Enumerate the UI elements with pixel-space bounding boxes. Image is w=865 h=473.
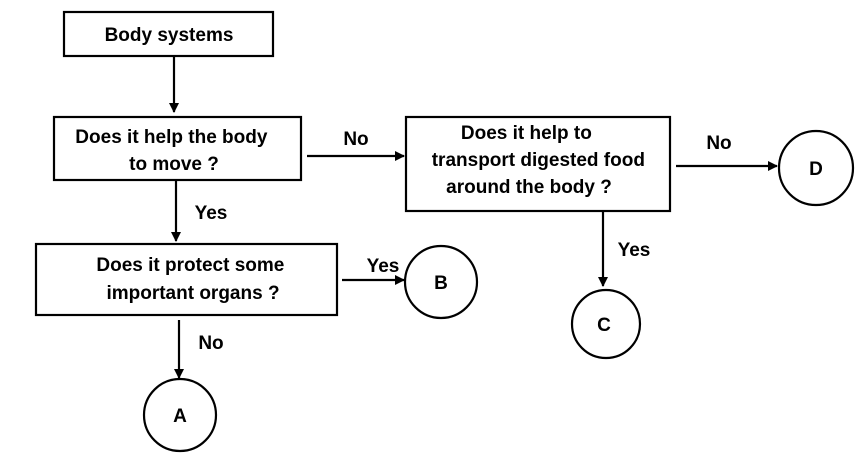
edge-label-q2-no: No — [198, 333, 223, 354]
edge-label-q1-yes: Yes — [195, 203, 228, 224]
node-start: Body systems — [62, 10, 275, 58]
node-terminal-c-label: C — [597, 315, 611, 336]
node-question-move-text: Does it help the body to move ? — [75, 127, 272, 175]
edge-label-q2-yes: Yes — [367, 256, 400, 277]
node-question-protect-text: Does it protect some important organs ? — [96, 255, 289, 304]
node-question-protect: Does it protect some important organs ? — [34, 242, 339, 317]
edge-label-q1-no: No — [343, 129, 368, 150]
edge-label-q3-no: No — [706, 133, 731, 154]
node-question-move: Does it help the body to move ? — [52, 115, 303, 182]
node-terminal-a: A — [142, 377, 218, 453]
edge-label-q3-yes: Yes — [618, 240, 651, 261]
node-question-transport: Does it help to transport digested food … — [404, 115, 672, 213]
node-question-transport-text: Does it help to transport digested food … — [432, 123, 651, 198]
node-terminal-d-label: D — [809, 159, 823, 180]
node-terminal-b: B — [403, 244, 479, 320]
node-terminal-b-label: B — [434, 273, 448, 294]
node-terminal-d: D — [777, 129, 855, 207]
node-terminal-a-label: A — [173, 406, 187, 427]
node-terminal-c: C — [570, 288, 642, 360]
node-start-text: Body systems — [105, 25, 234, 46]
